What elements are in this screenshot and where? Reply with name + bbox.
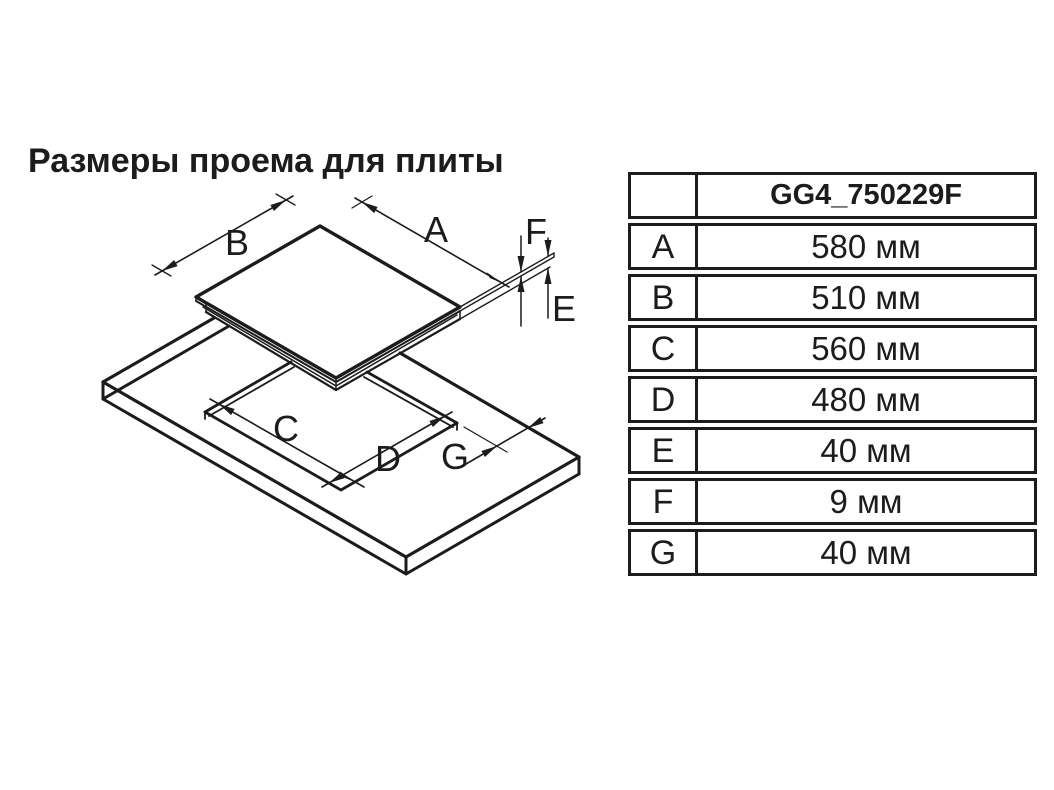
table-header-row: GG4_750229F <box>628 172 1037 219</box>
dimension-c <box>209 397 366 488</box>
dim-value: 40 мм <box>695 532 1034 573</box>
dim-value: 480 мм <box>695 379 1034 420</box>
dim-key: G <box>649 533 677 572</box>
dim-key: A <box>651 227 675 266</box>
dimension-f <box>517 235 525 327</box>
dimension-g <box>463 417 546 465</box>
table-row: G 40 мм <box>628 529 1037 576</box>
table-row: B 510 мм <box>628 274 1037 321</box>
dim-value: 9 мм <box>695 481 1034 522</box>
dim-key: D <box>650 380 676 419</box>
dim-key: F <box>652 482 674 521</box>
dimension-e <box>544 237 552 319</box>
table-row: F 9 мм <box>628 478 1037 525</box>
dimension-b <box>151 193 296 277</box>
dim-label-b: B <box>225 222 249 263</box>
dim-label-d: D <box>375 438 401 479</box>
dim-label-g: G <box>441 436 469 477</box>
installation-diagram: A B C D E F G <box>101 193 581 576</box>
cooktop-outline <box>194 224 555 392</box>
dim-label-f: F <box>525 211 547 252</box>
table-row: D 480 мм <box>628 376 1037 423</box>
dim-key: B <box>651 278 675 317</box>
dimension-table: GG4_750229F A 580 мм B 510 мм C 560 мм D… <box>628 172 1037 576</box>
countertop-outline <box>101 316 581 576</box>
table-row: C 560 мм <box>628 325 1037 372</box>
page-title: Размеры проема для плиты <box>28 142 504 180</box>
table-header-empty-cell <box>631 175 695 216</box>
dim-label-c: C <box>273 408 299 449</box>
dim-value: 560 мм <box>695 328 1034 369</box>
model-number: GG4_750229F <box>695 175 1034 216</box>
dim-key: E <box>651 431 675 470</box>
dim-label-a: A <box>424 209 448 250</box>
dimension-d <box>321 410 455 489</box>
dim-value: 40 мм <box>695 430 1034 471</box>
table-row: A 580 мм <box>628 223 1037 270</box>
dimension-a <box>351 195 510 288</box>
table-row: E 40 мм <box>628 427 1037 474</box>
dim-value: 510 мм <box>695 277 1034 318</box>
dim-value: 580 мм <box>695 226 1034 267</box>
dim-key: C <box>650 329 676 368</box>
cutout-outline <box>203 360 459 492</box>
dim-label-e: E <box>552 288 576 329</box>
